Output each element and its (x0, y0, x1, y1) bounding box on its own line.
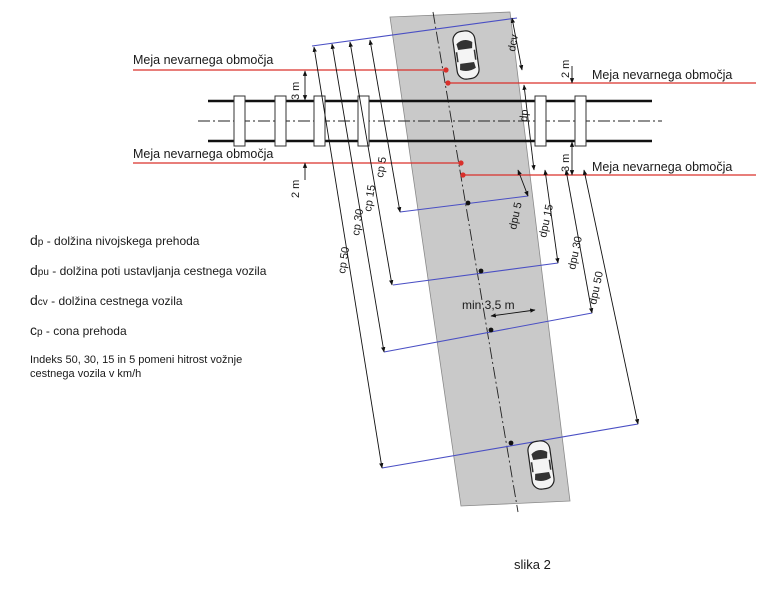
boundary-label-top-left: Meja nevarnega območja (133, 53, 273, 67)
dim-2m-right-label: 2 m (560, 60, 572, 78)
min-width-dim-line (490, 308, 536, 318)
cp50-label: cp 50 (336, 246, 352, 274)
dp-dim-line (522, 84, 536, 171)
dim-3m-left-label: 3 m (290, 82, 302, 100)
boundary-label-top-right: Meja nevarnega območja (592, 68, 732, 82)
car-bottom-icon (527, 440, 555, 490)
boundary-point-2 (445, 80, 451, 86)
dpu5-label: dpu 5 (507, 201, 524, 230)
road-strip (389, 11, 571, 507)
car-top-icon (452, 30, 480, 80)
dpu15-label: dpu 15 (537, 203, 556, 238)
cp5-label: cp 5 (374, 156, 389, 178)
dpu30-label: dpu 30 (566, 235, 585, 270)
boundary-point-3 (458, 160, 464, 166)
zone-point-2 (478, 268, 484, 274)
dpu50-label: dpu 50 (587, 270, 606, 305)
cp15-label: cp 15 (362, 184, 378, 212)
cp30-label: cp 30 (350, 208, 366, 236)
legend-item-dp: dp - dolžina nivojskega prehoda (30, 232, 200, 248)
dpu50-dim-line (582, 169, 640, 425)
legend-item-cp: cp - cona prehoda (30, 322, 127, 338)
zone-lines (311, 17, 639, 469)
cp50-dim-line (312, 46, 384, 469)
note-line-1: Indeks 50, 30, 15 in 5 pomeni hitrost vo… (30, 354, 243, 366)
legend-item-dcv: dcv - dolžina cestnega vozila (30, 292, 183, 308)
boundary-label-bottom-right: Meja nevarnega območja (592, 160, 732, 174)
road-centerline (432, 11, 519, 513)
figure-caption: slika 2 (514, 557, 551, 572)
dcv-dim-line (510, 17, 524, 71)
note-line-2: cestnega vozila v km/h (30, 368, 142, 380)
dpu5-dim-line (517, 169, 529, 197)
speed-index-note: Indeks 50, 30, 15 in 5 pomeni hitrost vo… (30, 353, 242, 381)
zone-point-4 (508, 440, 514, 446)
dim-3m-right-label: 3 m (560, 154, 572, 172)
boundary-point-4 (460, 172, 466, 178)
boundary-point-1 (443, 67, 449, 73)
dim-2m-left-label: 2 m (290, 180, 302, 198)
dpu15-dim-line (543, 169, 560, 264)
dp-label: dp (518, 109, 531, 122)
zone-point-3 (488, 327, 494, 333)
zone-point-1 (465, 200, 471, 206)
boundary-label-bottom-left: Meja nevarnega območja (133, 147, 273, 161)
legend-item-dpu: dpu - dolžina poti ustavljanja cestnega … (30, 262, 267, 278)
min-width-label: min 3,5 m (462, 298, 515, 312)
dcv-label: dcv (506, 33, 521, 52)
